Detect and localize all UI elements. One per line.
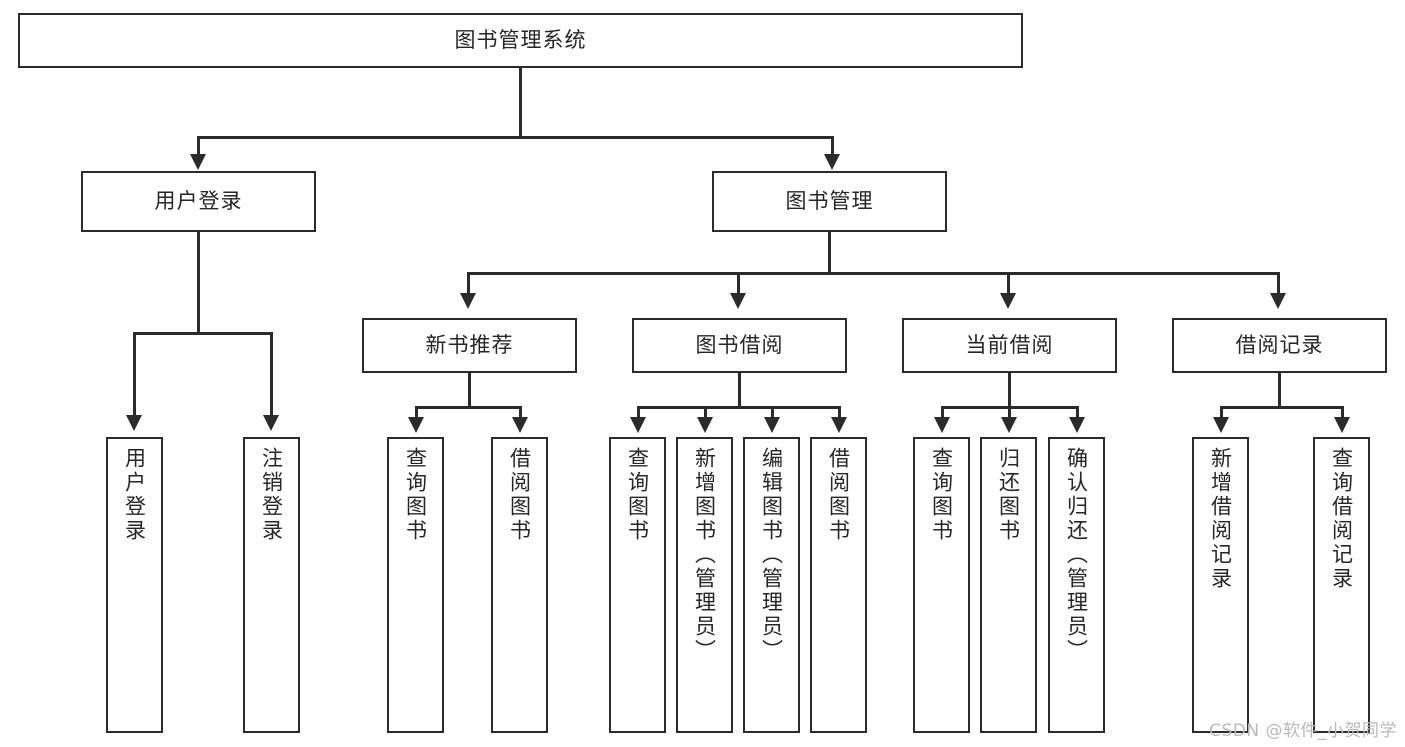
connector-user-login-rail [133, 332, 272, 335]
arrow-bb-leaf-2 [697, 417, 713, 433]
arrow-nbr-leaf-2 [512, 417, 528, 433]
node-user-login-label: 用户登录 [154, 188, 243, 213]
connector-user-login-leaf-2 [270, 332, 273, 419]
node-user-login[interactable]: 用户登录 [81, 171, 316, 232]
node-leaf-borrow-book-1-label: 借阅图书 [507, 447, 532, 543]
connector-to-new-book-recommend [467, 272, 470, 298]
arrow-to-current-borrow [1000, 293, 1016, 309]
node-book-borrow[interactable]: 图书借阅 [632, 318, 847, 373]
connector-to-current-borrow [1007, 272, 1010, 298]
node-root[interactable]: 图书管理系统 [18, 13, 1023, 68]
connector-root-stem [519, 68, 522, 138]
node-leaf-user-login[interactable]: 用户登录 [106, 437, 163, 733]
connector-borrow-record-stem [1278, 373, 1281, 408]
connector-to-book-borrow [737, 272, 740, 298]
connector-cb-leaf-1 [941, 406, 944, 420]
arrow-bb-leaf-4 [831, 417, 847, 433]
connector-bb-leaf-4 [838, 406, 841, 420]
node-leaf-confirm-return[interactable]: 确认归还（管理员） [1048, 437, 1105, 733]
arrow-nbr-leaf-1 [408, 417, 424, 433]
node-leaf-borrow-book-2[interactable]: 借阅图书 [810, 437, 867, 733]
connector-nbr-leaf-2 [519, 406, 522, 420]
arrow-user-login-leaf-1 [126, 415, 142, 431]
connector-bb-leaf-1 [637, 406, 640, 420]
node-borrow-record[interactable]: 借阅记录 [1172, 318, 1387, 373]
node-current-borrow-label: 当前借阅 [965, 332, 1054, 357]
connector-level2-rail [467, 272, 1279, 275]
connector-bb-leaf-3 [771, 406, 774, 420]
node-leaf-return-book-label: 归还图书 [996, 447, 1021, 543]
node-leaf-query-record-label: 查询借阅记录 [1329, 447, 1354, 591]
node-leaf-query-book-3-label: 查询图书 [929, 447, 954, 543]
node-leaf-return-book[interactable]: 归还图书 [980, 437, 1037, 733]
connector-level1-rail [197, 136, 834, 139]
node-book-borrow-label: 图书借阅 [695, 332, 784, 357]
arrow-bb-leaf-3 [764, 417, 780, 433]
connector-nbr-leaf-1 [415, 406, 418, 420]
node-leaf-query-book-2[interactable]: 查询图书 [609, 437, 666, 733]
arrow-br-leaf-1 [1213, 417, 1229, 433]
node-leaf-user-logout-label: 注销登录 [259, 447, 284, 543]
node-new-book-recommend[interactable]: 新书推荐 [362, 318, 577, 373]
arrow-user-login-leaf-2 [263, 415, 279, 431]
connector-borrow-record-rail [1220, 406, 1344, 409]
connector-new-book-recommend-rail [415, 406, 522, 409]
connector-cb-leaf-2 [1008, 406, 1011, 420]
node-book-management-label: 图书管理 [785, 188, 874, 213]
connector-to-book-management [831, 136, 834, 162]
node-leaf-user-login-label: 用户登录 [122, 447, 147, 543]
connector-bb-leaf-2 [704, 406, 707, 420]
arrow-br-leaf-2 [1334, 417, 1350, 433]
node-leaf-add-record-label: 新增借阅记录 [1208, 447, 1233, 591]
node-leaf-user-logout[interactable]: 注销登录 [243, 437, 300, 733]
connector-book-management-stem [828, 232, 831, 274]
node-root-label: 图书管理系统 [454, 27, 587, 52]
node-leaf-add-record[interactable]: 新增借阅记录 [1192, 437, 1249, 733]
node-leaf-borrow-book-2-label: 借阅图书 [826, 447, 851, 543]
arrow-to-book-management [824, 154, 840, 170]
connector-new-book-recommend-stem [468, 373, 471, 408]
node-leaf-edit-book[interactable]: 编辑图书（管理员） [743, 437, 800, 733]
connector-current-borrow-stem [1008, 373, 1011, 408]
connector-user-login-leaf-1 [133, 332, 136, 419]
connector-cb-leaf-3 [1076, 406, 1079, 420]
arrow-cb-leaf-2 [1001, 417, 1017, 433]
node-leaf-query-book-1-label: 查询图书 [403, 447, 428, 543]
arrow-to-borrow-record [1270, 293, 1286, 309]
connector-br-leaf-1 [1220, 406, 1223, 420]
node-current-borrow[interactable]: 当前借阅 [902, 318, 1117, 373]
node-leaf-edit-book-label: 编辑图书（管理员） [759, 447, 784, 663]
arrow-to-book-borrow [730, 293, 746, 309]
connector-book-borrow-stem [738, 373, 741, 408]
arrow-to-new-book-recommend [460, 293, 476, 309]
node-leaf-borrow-book-1[interactable]: 借阅图书 [491, 437, 548, 733]
connector-book-borrow-rail [637, 406, 841, 409]
arrow-cb-leaf-3 [1069, 417, 1085, 433]
node-book-management[interactable]: 图书管理 [712, 171, 947, 232]
arrow-bb-leaf-1 [630, 417, 646, 433]
node-leaf-query-book-1[interactable]: 查询图书 [387, 437, 444, 733]
connector-to-user-login [197, 136, 200, 162]
arrow-cb-leaf-1 [934, 417, 950, 433]
node-leaf-query-book-3[interactable]: 查询图书 [913, 437, 970, 733]
arrow-to-user-login [190, 154, 206, 170]
node-leaf-add-book[interactable]: 新增图书（管理员） [676, 437, 733, 733]
node-new-book-recommend-label: 新书推荐 [425, 332, 514, 357]
node-leaf-query-record[interactable]: 查询借阅记录 [1313, 437, 1370, 733]
connector-br-leaf-2 [1341, 406, 1344, 420]
node-borrow-record-label: 借阅记录 [1235, 332, 1324, 357]
connector-user-login-stem [197, 232, 200, 334]
node-leaf-confirm-return-label: 确认归还（管理员） [1064, 447, 1089, 663]
connector-to-borrow-record [1277, 272, 1280, 298]
node-leaf-query-book-2-label: 查询图书 [625, 447, 650, 543]
node-leaf-add-book-label: 新增图书（管理员） [692, 447, 717, 663]
